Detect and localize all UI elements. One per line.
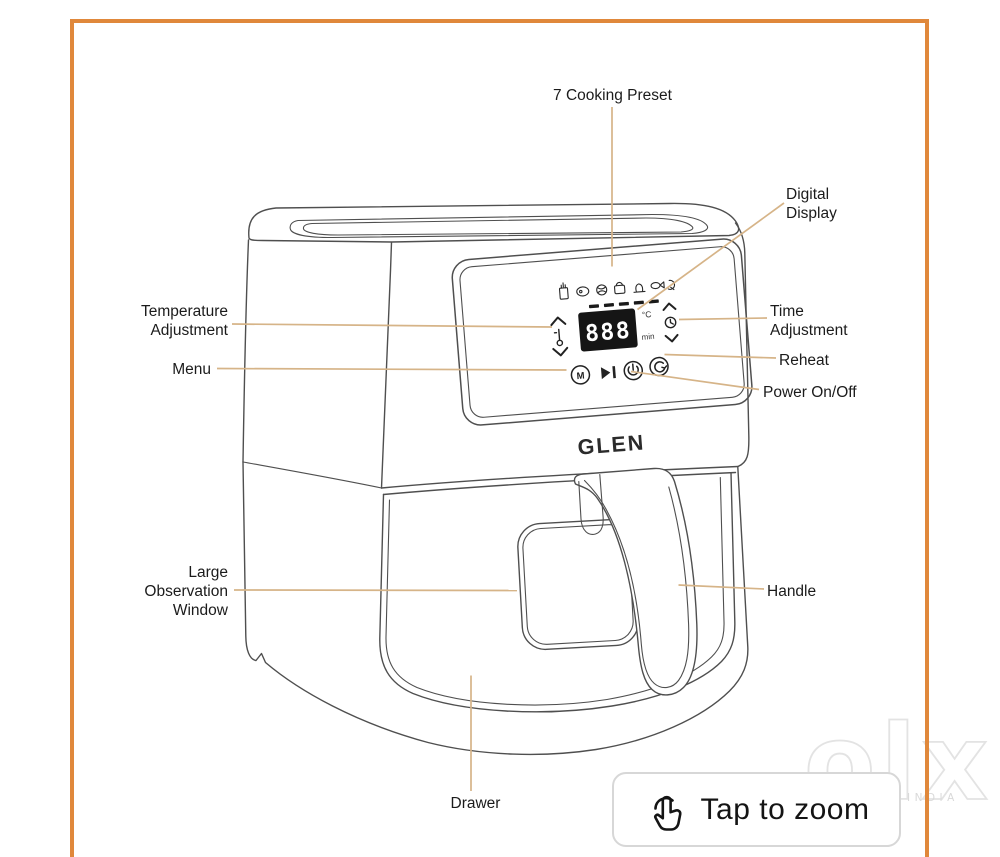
panel-buttons-row: M bbox=[570, 356, 669, 385]
left-face-seam bbox=[242, 461, 383, 489]
label-menu: Menu bbox=[172, 361, 211, 378]
right-edge bbox=[734, 222, 750, 468]
temperature-controls bbox=[550, 316, 569, 357]
lower-body-outline bbox=[242, 461, 749, 756]
preset-steak-icon bbox=[576, 286, 590, 297]
preset-nuts-icon bbox=[596, 284, 608, 296]
preset-fish-icon bbox=[650, 281, 665, 290]
label-power-on-off: Power On/Off bbox=[763, 384, 857, 401]
leader-power bbox=[630, 370, 760, 391]
brand-logo: GLEN bbox=[577, 430, 646, 459]
label-handle: Handle bbox=[767, 583, 817, 600]
front-left-edge bbox=[380, 241, 393, 489]
top-face-rim-outer bbox=[289, 213, 709, 239]
reheat-button-icon bbox=[649, 356, 669, 377]
control-panel: 888 °C min bbox=[451, 238, 753, 426]
tap-gesture-icon bbox=[653, 795, 682, 831]
celsius-unit-label: °C bbox=[641, 309, 651, 320]
left-edge bbox=[242, 239, 250, 463]
label-digital-display: Digital Display bbox=[786, 186, 837, 222]
leader-lines bbox=[216, 107, 785, 791]
tap-to-zoom-button[interactable]: Tap to zoom bbox=[612, 772, 901, 847]
drawer-front-outer bbox=[379, 472, 736, 713]
leader-digital-display bbox=[637, 202, 785, 311]
label-time-adjustment: Time Adjustment bbox=[770, 303, 848, 339]
mid-seam-upper bbox=[380, 465, 739, 489]
olx-india-text: INDIA bbox=[907, 792, 959, 804]
svg-text:M: M bbox=[576, 371, 585, 383]
drawer-front-inner bbox=[385, 476, 725, 706]
preset-bread-icon bbox=[613, 281, 626, 295]
handle-shape bbox=[573, 467, 698, 696]
leader-window bbox=[233, 589, 518, 592]
leader-handle bbox=[678, 584, 765, 590]
preset-cake-icon bbox=[633, 283, 646, 293]
temp-down-icon bbox=[552, 346, 569, 357]
preset-fries-icon bbox=[558, 282, 569, 300]
thermometer-icon bbox=[553, 328, 564, 347]
mid-seam-lower bbox=[382, 471, 737, 496]
clock-icon bbox=[664, 316, 677, 329]
label-observation-window: Large Observation Window bbox=[144, 564, 228, 619]
temp-up-icon bbox=[550, 316, 567, 327]
digital-display: 888 bbox=[578, 308, 638, 352]
label-temperature-adjustment: Temperature Adjustment bbox=[140, 303, 228, 339]
label-cooking-preset: 7 Cooking Preset bbox=[553, 87, 672, 104]
top-face-rim-inner bbox=[302, 217, 694, 236]
preset-icons-row bbox=[558, 279, 676, 300]
play-pause-icon bbox=[600, 366, 616, 380]
preset-indicator-dashes bbox=[588, 299, 659, 309]
time-up-icon bbox=[662, 302, 677, 311]
label-reheat: Reheat bbox=[779, 352, 829, 369]
minutes-unit-label: min bbox=[641, 332, 655, 342]
air-fryer-body: 888 °C min bbox=[242, 202, 753, 756]
time-down-icon bbox=[664, 333, 679, 343]
menu-button-icon: M bbox=[570, 365, 591, 385]
top-face-outline bbox=[248, 202, 740, 243]
leader-menu bbox=[216, 367, 567, 371]
label-drawer: Drawer bbox=[450, 795, 501, 812]
leader-time bbox=[678, 317, 768, 321]
power-button-icon bbox=[623, 360, 644, 381]
time-controls bbox=[662, 302, 679, 343]
leader-reheat bbox=[664, 353, 777, 359]
tap-to-zoom-label: Tap to zoom bbox=[700, 792, 870, 826]
leader-temperature bbox=[231, 323, 553, 328]
preset-shrimp-icon bbox=[667, 279, 676, 291]
display-value: 888 bbox=[584, 318, 632, 348]
